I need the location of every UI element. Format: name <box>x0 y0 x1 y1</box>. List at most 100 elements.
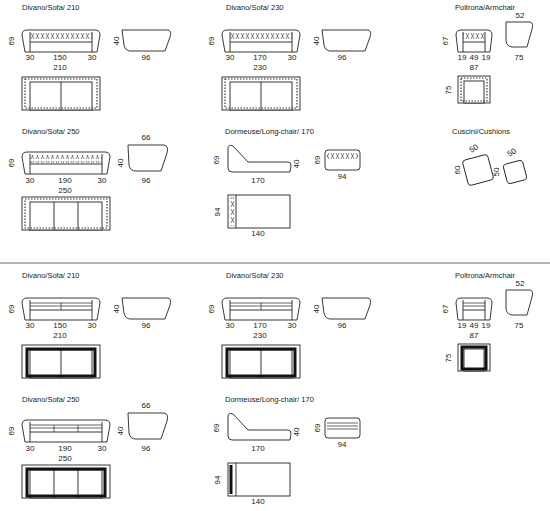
sofa-plan-seat <box>30 202 102 230</box>
dimension-label: 170 <box>251 445 264 453</box>
dimension-label: 66 <box>142 402 151 410</box>
dimension-label: 230 <box>253 64 266 72</box>
dimension-label: 40 <box>313 305 321 314</box>
long-chair-plan <box>228 195 290 228</box>
dimension-label: 69 <box>314 156 322 165</box>
sofa-side <box>322 30 371 51</box>
dimension-label: 210 <box>53 64 66 72</box>
dimension-label: 96 <box>142 322 151 330</box>
cushion-divider <box>261 82 262 110</box>
dimension-label: 69 <box>213 156 221 165</box>
separator-line <box>0 263 550 264</box>
dimension-label: 30 <box>226 322 235 330</box>
dimension-label: 150 <box>53 322 66 330</box>
dimension-label: 19 <box>458 54 467 62</box>
long-chair-front <box>325 150 360 170</box>
dimension-label: 210 <box>53 332 66 340</box>
dimension-label: 49 <box>470 322 479 330</box>
dimension-label: 50 <box>506 147 518 158</box>
dimension-label: 30 <box>26 177 35 185</box>
dimension-label: 66 <box>142 134 151 142</box>
dimension-label: 67 <box>442 37 450 46</box>
cushion-divider <box>54 202 78 230</box>
dimension-label: 87 <box>470 64 479 72</box>
dimension-label: 40 <box>113 305 121 314</box>
dimension-label: 60 <box>454 166 462 175</box>
cushions <box>462 154 527 186</box>
dimension-label: 87 <box>470 332 479 340</box>
view-title: Divano/Sofa/ 210 <box>22 272 80 280</box>
dimension-label: 75 <box>445 86 453 95</box>
dimension-label: 19 <box>458 322 467 330</box>
sofa-plan <box>22 197 110 230</box>
dimension-label: 96 <box>142 54 151 62</box>
dimension-label: 96 <box>142 177 151 185</box>
view-title: Divano/Sofa/ 250 <box>22 396 80 404</box>
dimension-label: 69 <box>8 305 16 314</box>
bold-frames <box>27 347 486 496</box>
dimension-label: 94 <box>214 208 222 217</box>
dimension-label: 140 <box>251 498 264 506</box>
dimension-label: 19 <box>482 322 491 330</box>
view-title: Divano/Sofa/ 230 <box>226 272 284 280</box>
dimension-label: 30 <box>226 54 235 62</box>
dimension-label: 140 <box>251 230 264 238</box>
sofa-front <box>222 30 300 52</box>
dimension-label: 67 <box>442 305 450 314</box>
sofa-plan-seat <box>30 82 92 110</box>
armchair-plan-seat <box>464 81 484 103</box>
dimension-label: 52 <box>516 280 525 288</box>
sofa-front <box>22 30 100 52</box>
dimension-label: 170 <box>253 322 266 330</box>
armchair-side <box>506 22 533 47</box>
dimension-label: 96 <box>338 54 347 62</box>
dimension-label: 49 <box>470 54 479 62</box>
view-title: Cuscini/Cushions <box>452 128 510 136</box>
dimension-label: 94 <box>338 441 347 449</box>
dimension-label: 75 <box>445 354 453 363</box>
dimension-label: 30 <box>26 445 35 453</box>
dimension-label: 69 <box>208 305 216 314</box>
dimension-label: 230 <box>253 332 266 340</box>
dimension-label: 52 <box>516 12 525 20</box>
dimension-label: 69 <box>8 159 16 168</box>
dimension-label: 69 <box>208 37 216 46</box>
view-title: Divano/Sofa/ 250 <box>22 128 80 136</box>
view-title: Poltrona/Armchair <box>455 4 515 12</box>
dimension-label: 250 <box>58 455 71 463</box>
dimension-label: 69 <box>213 424 221 433</box>
dimension-label: 30 <box>98 445 107 453</box>
long-chair-side <box>228 145 291 172</box>
view-title: Dormeuse/Long-chair/ 170 <box>225 396 314 404</box>
armchair-plan <box>458 76 490 103</box>
outlines <box>22 22 533 230</box>
tufted-borders <box>25 78 487 228</box>
dimension-label: 69 <box>8 427 16 436</box>
sofa-plan <box>22 77 100 110</box>
dimension-label: 190 <box>58 445 71 453</box>
dimension-label: 40 <box>293 428 301 437</box>
dimension-label: 40 <box>113 37 121 46</box>
dimension-label: 40 <box>313 37 321 46</box>
sofa-plan-seat <box>230 82 292 110</box>
sofa-side <box>128 145 168 171</box>
dimension-label: 75 <box>515 322 524 330</box>
outlines-copy <box>22 290 533 498</box>
dimension-label: 40 <box>293 160 301 169</box>
dimension-label: 69 <box>8 37 16 46</box>
dimension-label: 30 <box>26 322 35 330</box>
dimension-label: 30 <box>88 54 97 62</box>
dimension-label: 30 <box>26 54 35 62</box>
dimension-label: 30 <box>288 322 297 330</box>
dimension-label: 170 <box>251 177 264 185</box>
view-title: Divano/Sofa/ 210 <box>22 4 80 12</box>
dimension-label: 94 <box>214 476 222 485</box>
dimension-label: 40 <box>117 159 125 168</box>
dimension-label: 96 <box>338 322 347 330</box>
dimension-label: 150 <box>53 54 66 62</box>
cushion-divider <box>61 82 62 110</box>
dimension-label: 40 <box>117 427 125 436</box>
view-title: Dormeuse/Long-chair/ 170 <box>225 128 314 136</box>
